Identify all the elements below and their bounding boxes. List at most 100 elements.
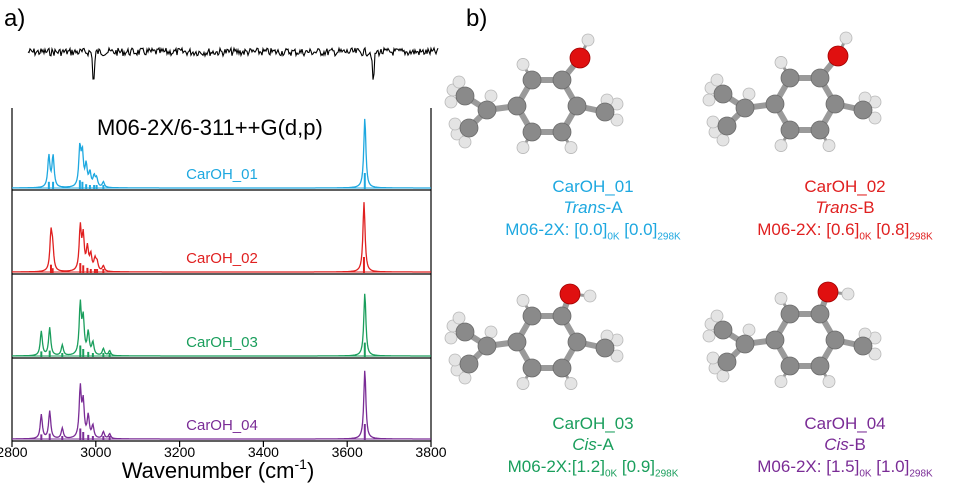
carbon-atom [552,358,572,378]
carbon-atom [567,332,587,352]
carbon-atom [455,322,475,342]
oxygen-atom [559,283,581,305]
hydrogen-atom [452,75,466,89]
carbon-atom [765,94,785,114]
carbon-atom [780,68,800,88]
conformer-name: CarOH_04 [804,414,886,433]
hydrogen-atom [710,309,724,323]
molecule-caroh-04 [702,281,882,388]
relative-energy: M06-2X: [0.6]0K [0.8]298K [757,219,933,242]
carbon-atom [522,358,542,378]
carbon-atom [717,116,737,136]
x-tick-label-3000: 3000 [80,444,111,460]
carbon-atom [477,336,497,356]
hydrogen-atom [716,133,730,147]
series-CarOH_04: CarOH_04 [12,370,431,440]
hydrogen-atom [774,375,788,388]
relative-energy: M06-2X: [0.0]0K [0.0]298K [505,219,681,242]
carbon-atom [825,330,845,350]
conformer-name: CarOH_02 [804,177,886,196]
hydrogen-atom [774,139,788,152]
x-axis-label: Wavenumber (cm-1) [122,456,315,483]
carbon-atom [810,304,830,324]
hydrogen-atom [742,87,756,101]
carbon-atom [810,356,830,376]
carbon-atom [735,98,755,118]
carbon-atom [735,334,755,354]
carbon-atom [853,336,873,356]
carbon-atom [507,332,527,352]
carbon-atom [507,96,527,116]
molecule-structures [444,31,882,390]
x-tick-label-3800: 3800 [415,444,446,460]
hydrogen-atom [702,93,716,107]
carbon-atom [552,70,572,90]
hydrogen-atom [458,135,472,149]
conformer-name: CarOH_03 [552,414,634,433]
series-label: CarOH_01 [186,166,258,183]
x-tick-label-3400: 3400 [248,444,279,460]
hydrogen-atom [742,323,756,337]
hydrogen-atom [516,294,530,307]
conformer-type: Trans-B [815,198,875,218]
relative-energy: M06-2X:[1.2]0K [0.9]298K [507,456,679,479]
conformer-name: CarOH_01 [552,177,634,196]
carbon-atom [459,118,479,138]
x-tick-label-3200: 3200 [164,444,195,460]
carbon-atom [595,338,615,358]
carbon-atom [853,100,873,120]
hydrogen-atom [710,73,724,87]
series-CarOH_02: CarOH_02 [12,202,431,273]
hydrogen-atom [583,289,597,303]
hydrogen-atom [484,89,498,103]
hydrogen-atom [774,56,788,69]
hydrogen-atom [564,377,578,390]
carbon-atom [522,306,542,326]
carbon-atom [552,306,572,326]
x-tick-label-2800: 2800 [0,444,28,460]
carbon-atom [780,304,800,324]
experimental-spectrum [27,46,439,80]
hydrogen-atom [448,117,462,131]
carbon-atom [455,86,475,106]
carbon-atom [780,356,800,376]
oxygen-atom [817,281,839,303]
molecule-caroh-01 [444,33,624,154]
molecule-caroh-03 [444,283,624,390]
carbon-atom [552,122,572,142]
hydrogen-atom [444,95,458,109]
hydrogen-atom [774,292,788,305]
ir-spectra-chart: M06-2X/6-311++G(d,p) CarOH_01CarOH_02Car… [0,46,447,483]
panel-a-label: a) [4,5,25,32]
series-label: CarOH_02 [186,250,258,267]
hydrogen-atom [702,329,716,343]
hydrogen-atom [706,351,720,365]
hydrogen-atom [444,331,458,345]
series-CarOH_03: CarOH_03 [12,293,431,357]
hydrogen-atom [839,31,853,45]
carbon-atom [595,102,615,122]
hydrogen-atom [564,141,578,154]
conformer-type: Trans-A [563,198,623,218]
series-CarOH_01: CarOH_01 [12,118,431,189]
carbon-atom [810,120,830,140]
hydrogen-atom [716,369,730,383]
conformer-type: Cis-B [824,435,866,455]
carbon-atom [765,330,785,350]
hydrogen-atom [458,371,472,385]
carbon-atom [717,352,737,372]
relative-energy: M06-2X: [1.5]0K [1.0]298K [757,456,933,479]
experimental-trace [27,46,439,80]
carbon-atom [567,96,587,116]
carbon-atom [713,320,733,340]
hydrogen-atom [841,287,855,301]
hydrogen-atom [581,33,595,47]
carbon-atom [459,354,479,374]
series-label: CarOH_04 [186,417,258,434]
